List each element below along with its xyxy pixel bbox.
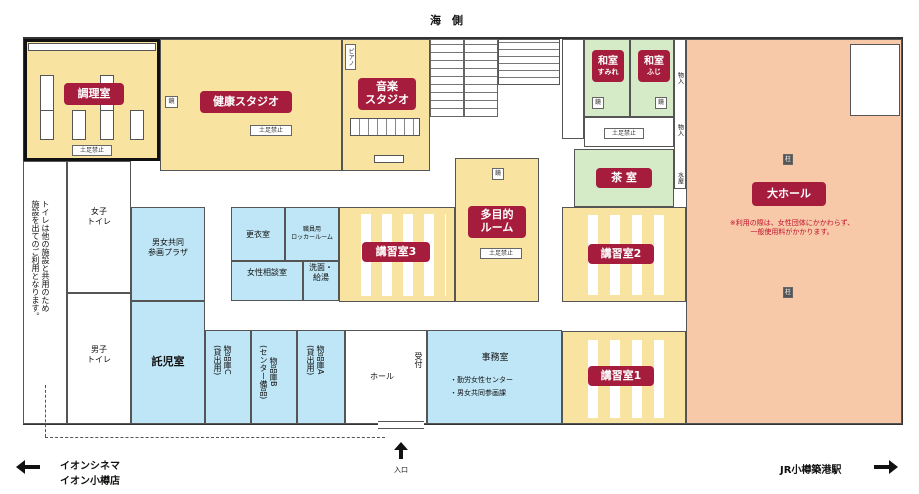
- women-consultation-label: 女性相談室: [247, 268, 287, 277]
- storage: [562, 39, 584, 139]
- entrance-doors[interactable]: [378, 421, 424, 429]
- mirror-sign: 鏡: [655, 97, 667, 109]
- music-tables: [350, 118, 420, 136]
- left-destination-2: イオン小樽店: [60, 476, 120, 487]
- washroom[interactable]: [303, 261, 339, 301]
- hall-label: ホール: [370, 372, 394, 381]
- washitsu-sumire-sub: すみれ: [597, 67, 619, 76]
- left-destination-1: イオンシネマ: [60, 461, 120, 472]
- elevator: [498, 39, 560, 85]
- music-studio-label: 音楽 スタジオ: [358, 78, 416, 110]
- toilet-route-path: [45, 437, 385, 438]
- storage-in: [674, 39, 686, 189]
- hall-area[interactable]: [345, 330, 427, 424]
- sea-side-label: 海 側: [430, 14, 463, 27]
- storage-in-label: 物入: [676, 124, 684, 136]
- storage-c-room[interactable]: [205, 330, 251, 424]
- storage-a-room[interactable]: [297, 330, 345, 424]
- lecture-room-3-label: 講習室3: [362, 242, 430, 262]
- plaza-label: 男女共同 参画プラザ: [148, 238, 188, 257]
- cooking-table: [40, 110, 54, 140]
- mens-toilet[interactable]: [67, 293, 131, 424]
- womens-toilet-label: 女子 トイレ: [87, 207, 111, 226]
- nursery-room[interactable]: [131, 301, 205, 424]
- cooking-table: [100, 110, 114, 140]
- cooking-table: [130, 110, 144, 140]
- office-room[interactable]: [427, 330, 562, 424]
- right-destination: JR小樽築港駅: [780, 465, 842, 476]
- cooking-room-label: 調理室: [64, 83, 124, 105]
- left-arrow-icon: [16, 460, 40, 474]
- stairs: [430, 39, 464, 117]
- right-arrow-icon: [874, 460, 898, 474]
- washitsu-fuji-main: 和室: [644, 56, 664, 68]
- mirror-sign: 鏡: [592, 97, 604, 109]
- mirror-sign: 鏡: [492, 168, 504, 180]
- storage-a-label: 物品庫A (貸出用): [306, 345, 325, 376]
- storage-c-label: 物品庫C (貸出用): [213, 345, 232, 376]
- tea-room[interactable]: [574, 149, 674, 207]
- office-label: 事務室: [481, 353, 509, 363]
- multipurpose-label: 多目的 ルーム: [468, 206, 526, 238]
- tea-room-label: 茶 室: [596, 168, 652, 188]
- cooking-counter: [28, 43, 156, 51]
- no-shoes-sign: 土足禁止: [480, 248, 522, 259]
- office-sub2: ・男女共同参画課: [450, 389, 506, 397]
- no-shoes-sign: 土足禁止: [72, 145, 112, 156]
- water-label: 水屋: [676, 172, 684, 184]
- toilet-note-area: [23, 161, 67, 424]
- washitsu-fuji-sub: ふじ: [647, 67, 661, 76]
- health-studio-label: 健康スタジオ: [200, 91, 292, 113]
- washitsu-fuji-label: 和室 ふじ: [638, 50, 670, 82]
- no-shoes-sign: 土足禁止: [604, 128, 644, 139]
- women-consultation-room[interactable]: [231, 261, 303, 301]
- lecture-room-2-label: 講習室2: [588, 244, 654, 264]
- staff-locker-room[interactable]: [285, 207, 339, 261]
- storage-in-label: 物入: [676, 72, 684, 84]
- pillar-icon: 柱: [783, 154, 793, 165]
- washitsu-sumire-label: 和室 すみれ: [592, 50, 624, 82]
- nursery-label: 託児室: [151, 354, 185, 368]
- mirror-sign: 鏡: [165, 96, 178, 108]
- washitsu-sumire-main: 和室: [598, 56, 618, 68]
- big-hall-label: 大ホール: [752, 182, 826, 206]
- music-tables: [374, 155, 404, 163]
- staff-locker-label: 職員用 ロッカールーム: [291, 226, 333, 241]
- big-hall-stage: [850, 44, 900, 116]
- toilet-route-path: [45, 385, 46, 437]
- cooking-table: [40, 75, 54, 113]
- piano-sign: ピアノ: [345, 44, 356, 70]
- washroom-label: 洗面・ 給湯: [309, 263, 333, 282]
- toilet-note: トイレは他の施設と共用のため 施設を出てのご利用となります。: [31, 200, 50, 320]
- womens-toilet[interactable]: [67, 161, 131, 293]
- entrance-arrow-icon: [394, 442, 408, 460]
- big-hall-note: ※利用の際は、女性団体にかかわらず、 一般使用料がかかります。: [729, 219, 855, 236]
- reception-label: 受付: [414, 352, 423, 368]
- storage-b-label: 物品庫B (センター備品): [259, 345, 278, 400]
- changing-room[interactable]: [231, 207, 285, 261]
- office-sub1: ・勤労女性センター: [450, 376, 513, 384]
- stairs: [464, 39, 498, 117]
- entrance-label: 入口: [394, 466, 408, 474]
- mens-toilet-label: 男子 トイレ: [87, 345, 111, 364]
- cooking-table: [72, 110, 86, 140]
- no-shoes-sign: 土足禁止: [250, 125, 292, 136]
- storage-b-room[interactable]: [251, 330, 297, 424]
- pillar-icon: 柱: [783, 287, 793, 298]
- changing-room-label: 更衣室: [246, 230, 270, 239]
- plaza-room[interactable]: [131, 207, 205, 301]
- lecture-room-1-label: 講習室1: [588, 366, 654, 386]
